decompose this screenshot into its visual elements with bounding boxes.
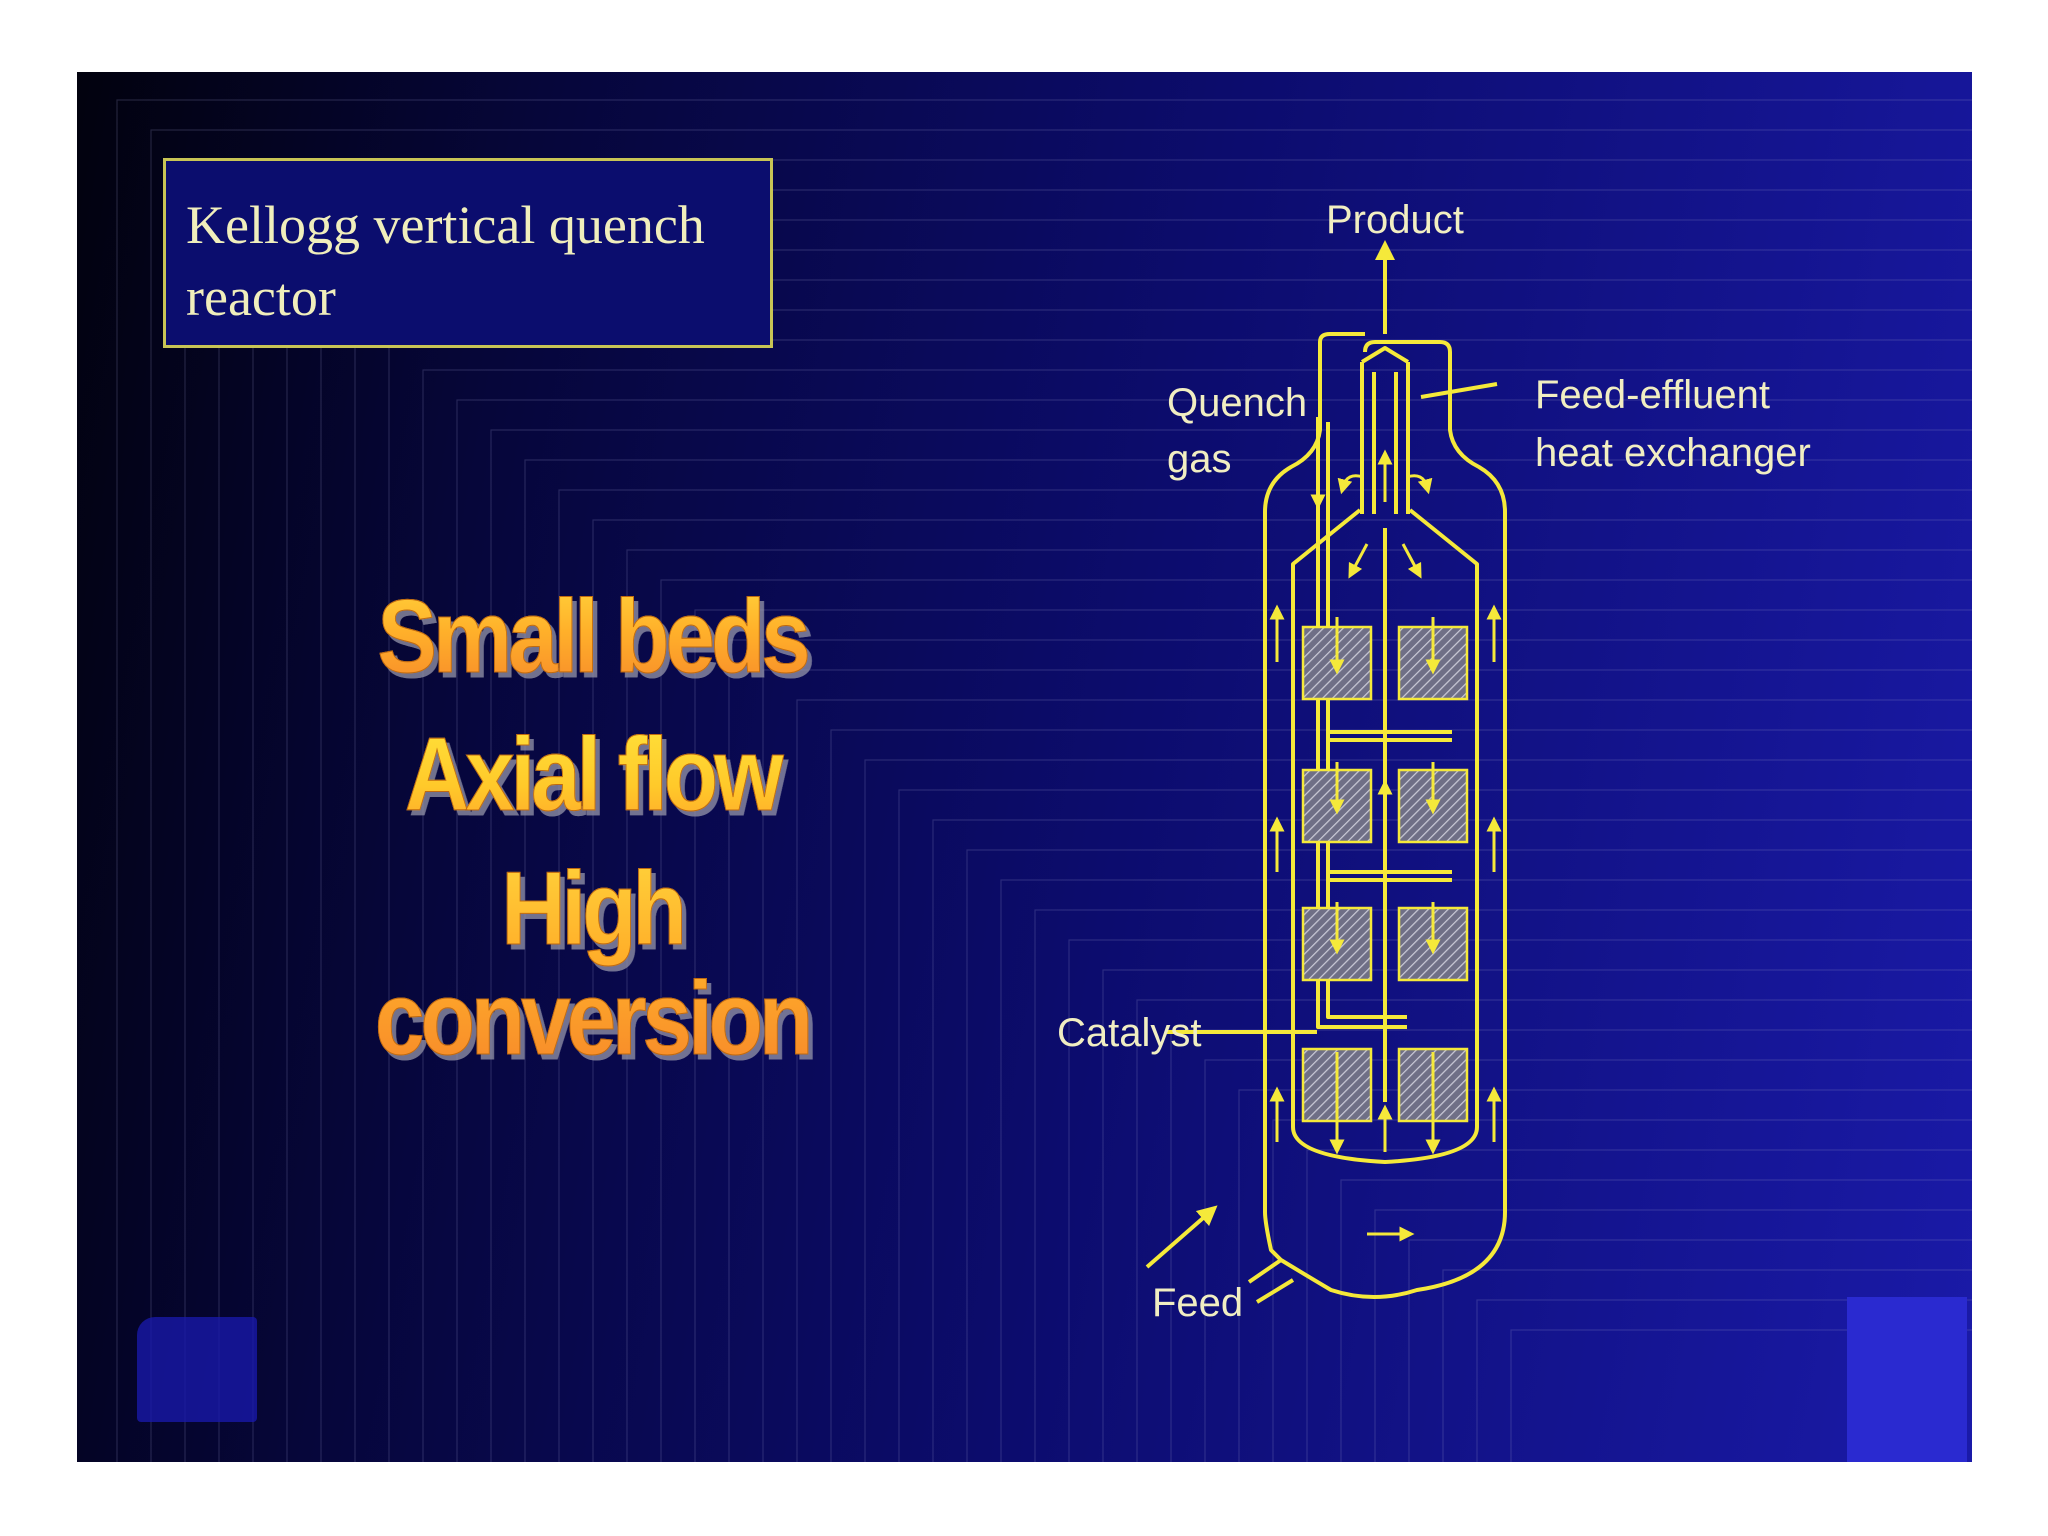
bottom-right-blob [1847,1297,1967,1462]
reactor-diagram: Product Quench gas Feed-effluent heat ex… [1057,198,1811,1325]
reactor-neck-outline [1263,340,1507,1299]
quench-branch-2 [1328,870,1452,882]
slide-title: Kellogg vertical quench reactor [186,189,750,333]
label-feed: Feed [1152,1281,1243,1325]
quench-pipe [1316,417,1407,1029]
slide-title-line-1: Kellogg vertical quench [186,195,705,255]
catalyst-basket [1291,508,1479,1102]
slide: Kellogg vertical quench reactor Small be… [77,72,1972,1462]
label-product: Product [1326,198,1464,242]
label-quench-gas-2: gas [1167,437,1232,481]
highlight-axial-flow: Axial flow [291,720,893,831]
feed-leader [1145,1205,1218,1269]
exchanger-inner-tube [1372,372,1398,514]
feed-effluent-leader [1420,382,1498,399]
flow-arrows [1269,449,1502,1242]
quench-branch-1 [1328,730,1452,742]
label-feed-effluent-2: heat exchanger [1535,431,1811,475]
label-feed-effluent-1: Feed-effluent [1535,373,1770,417]
reactor-inner-neck [1318,332,1365,352]
feed-inlet [1247,1258,1295,1304]
highlight-high-conversion: High conversion [291,854,893,1075]
slide-title-line-2: reactor [186,267,336,327]
highlight-small-beds: Small beds [291,582,893,693]
title-box: Kellogg vertical quench reactor [163,158,773,348]
exchanger-tube [1360,346,1410,514]
bottom-left-blob [137,1317,257,1422]
bottom-plate [1291,1102,1479,1164]
label-catalyst: Catalyst [1057,1011,1202,1055]
label-quench-gas-1: Quench [1167,381,1307,425]
